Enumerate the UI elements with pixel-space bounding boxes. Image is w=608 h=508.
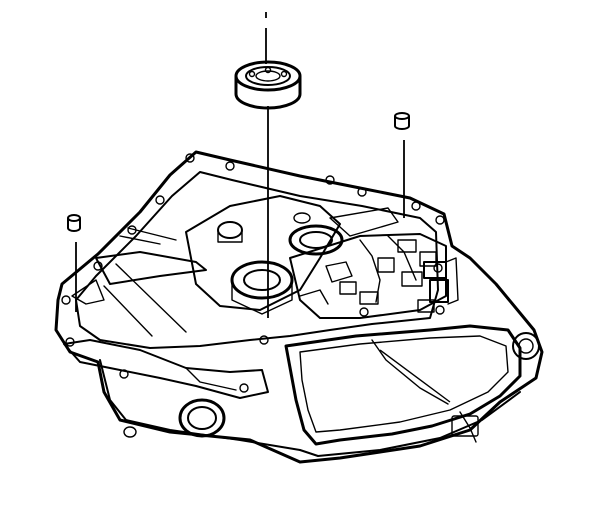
valve-body-cover-leader	[379, 349, 451, 403]
case-housing	[54, 150, 544, 464]
bearing-centerline	[265, 12, 269, 318]
plug-left	[67, 214, 81, 232]
plug-right	[394, 112, 410, 130]
bearing	[234, 60, 302, 110]
